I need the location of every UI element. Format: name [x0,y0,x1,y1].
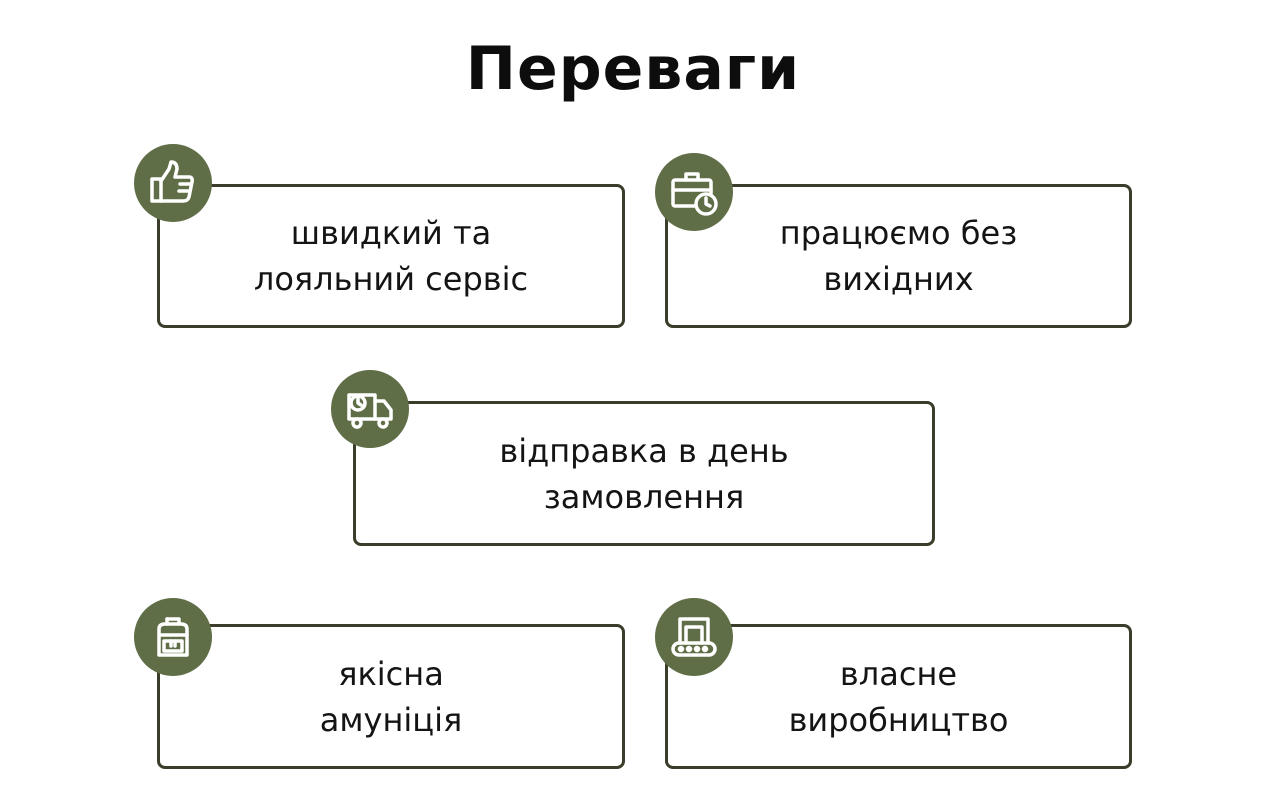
advantage-line: відправка в день [499,431,789,470]
advantage-text: якісна амуніція [206,651,576,743]
production-machine-icon [655,598,733,676]
advantage-card-own-production: власне виробництво [665,624,1132,769]
advantage-line: амуніція [319,700,463,739]
advantage-line: власне [839,654,958,693]
advantage-line: вихідних [823,260,974,298]
advantage-line: працюємо без [779,214,1018,252]
advantage-text: швидкий та лояльний сервіс [206,210,576,302]
briefcase-clock-icon [655,153,733,231]
advantage-text: власне виробництво [714,651,1083,743]
advantage-line: якісна [338,654,444,693]
advantage-line: швидкий та [290,214,492,252]
delivery-truck-icon [331,370,409,448]
backpack-icon [134,598,212,676]
advantage-card-service: швидкий та лояльний сервіс [157,184,625,328]
thumbs-up-icon [134,144,212,222]
advantage-line: виробництво [788,700,1009,739]
page-title: Переваги [465,34,801,104]
advantage-line: лояльний сервіс [253,260,529,298]
advantage-text: відправка в день замовлення [414,428,875,520]
advantage-card-quality-gear: якісна амуніція [157,624,625,769]
advantage-text: працюємо без вихідних [714,210,1083,302]
advantage-card-no-weekends: працюємо без вихідних [665,184,1132,328]
advantage-card-same-day-shipping: відправка в день замовлення [353,401,935,546]
advantage-line: замовлення [543,477,745,516]
